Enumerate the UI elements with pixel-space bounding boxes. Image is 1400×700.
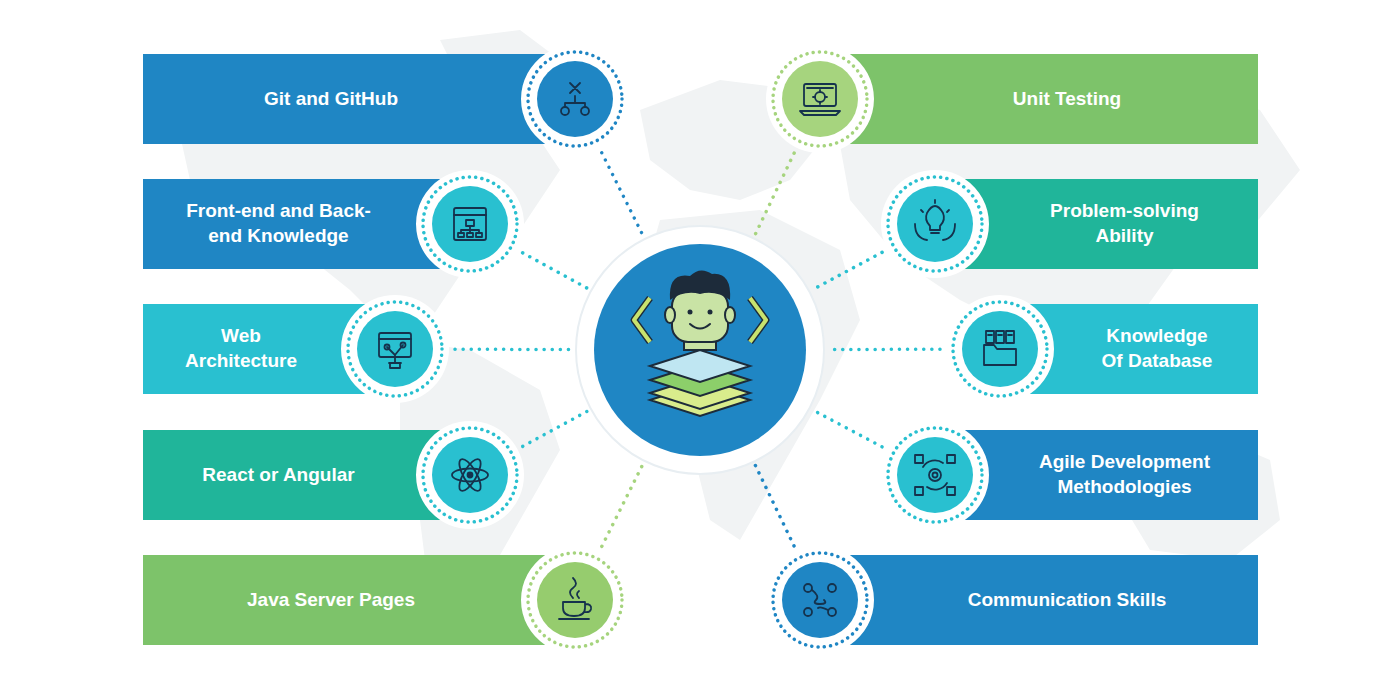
skill-name: Java Server Pages	[247, 588, 415, 613]
band-fill	[850, 555, 1258, 645]
band-shape	[143, 179, 470, 269]
band-label-area: Communication Skills	[882, 555, 1252, 645]
skill-icon	[915, 455, 955, 495]
band-label-area: Git and GitHub	[149, 54, 513, 144]
band-fill	[1030, 304, 1258, 394]
dotted-leader-line	[455, 347, 572, 351]
icon-disc	[416, 421, 524, 529]
skill-name: React or Angular	[202, 463, 354, 488]
band-shape	[935, 430, 1258, 520]
skill-icon	[984, 331, 1016, 365]
icon-disc	[521, 45, 629, 153]
band-fill	[143, 430, 440, 520]
icon-disc	[341, 295, 449, 403]
skill-band: React or Angular	[143, 430, 470, 520]
skill-icon	[452, 456, 488, 494]
dotted-leader-line	[755, 153, 794, 234]
developer-illustration	[576, 226, 824, 474]
skill-band: Communication Skills	[820, 555, 1258, 645]
skill-band: Java Server Pages	[143, 555, 575, 645]
skill-name: Unit Testing	[1013, 87, 1121, 112]
skill-icon	[804, 584, 836, 616]
skill-name: Problem-solving Ability	[1039, 199, 1211, 248]
icon-disc	[766, 546, 874, 654]
band-fill	[143, 304, 365, 394]
band-shape	[1000, 304, 1258, 394]
band-label-area: React or Angular	[149, 430, 408, 520]
skill-icon	[800, 84, 840, 115]
band-label-area: Unit Testing	[882, 54, 1252, 144]
band-label-area: Knowledge Of Database	[1062, 304, 1252, 394]
skill-name: Git and GitHub	[264, 87, 398, 112]
icon-disc	[521, 546, 629, 654]
icon-disc	[881, 421, 989, 529]
band-label-area: Problem-solving Ability	[997, 179, 1252, 269]
dotted-leader-line	[828, 347, 940, 351]
band-fill	[965, 430, 1258, 520]
icon-disc	[766, 45, 874, 153]
band-label-area: Front-end and Back-end Knowledge	[149, 179, 408, 269]
skill-band: Web Architecture	[143, 304, 395, 394]
dotted-leader-line	[523, 411, 588, 446]
skill-band: Front-end and Back-end Knowledge	[143, 179, 470, 269]
skill-band: Knowledge Of Database	[1000, 304, 1258, 394]
band-fill	[965, 179, 1258, 269]
dotted-leader-line	[602, 153, 643, 236]
icon-disc	[881, 170, 989, 278]
dotted-leader-line	[602, 464, 643, 546]
skill-band: Git and GitHub	[143, 54, 575, 144]
band-fill	[143, 555, 545, 645]
dotted-leader-line	[523, 253, 588, 289]
skill-icon	[561, 83, 589, 115]
band-fill	[850, 54, 1258, 144]
skill-name: Agile Development Methodologies	[1025, 450, 1225, 499]
icon-disc	[416, 170, 524, 278]
dotted-leader-line	[813, 410, 882, 447]
band-fill	[143, 54, 545, 144]
icon-disc	[946, 295, 1054, 403]
band-fill	[143, 179, 440, 269]
skill-band: Problem-solving Ability	[935, 179, 1258, 269]
skill-name: Front-end and Back-end Knowledge	[176, 199, 381, 248]
dotted-leader-line	[813, 252, 882, 289]
dotted-leader-line	[755, 465, 794, 546]
band-label-area: Agile Development Methodologies	[997, 430, 1252, 520]
skill-name: Knowledge Of Database	[1098, 324, 1216, 373]
band-shape	[935, 179, 1258, 269]
skill-icon	[454, 208, 486, 240]
skill-band: Unit Testing	[820, 54, 1258, 144]
skill-name: Web Architecture	[171, 324, 311, 373]
skill-icon	[559, 578, 591, 619]
skill-name: Communication Skills	[968, 588, 1166, 613]
band-shape	[143, 304, 395, 394]
band-label-area: Java Server Pages	[149, 555, 513, 645]
band-label-area: Web Architecture	[149, 304, 333, 394]
skill-icon	[915, 200, 955, 240]
skill-band: Agile Development Methodologies	[935, 430, 1258, 520]
skill-icon	[379, 333, 411, 368]
